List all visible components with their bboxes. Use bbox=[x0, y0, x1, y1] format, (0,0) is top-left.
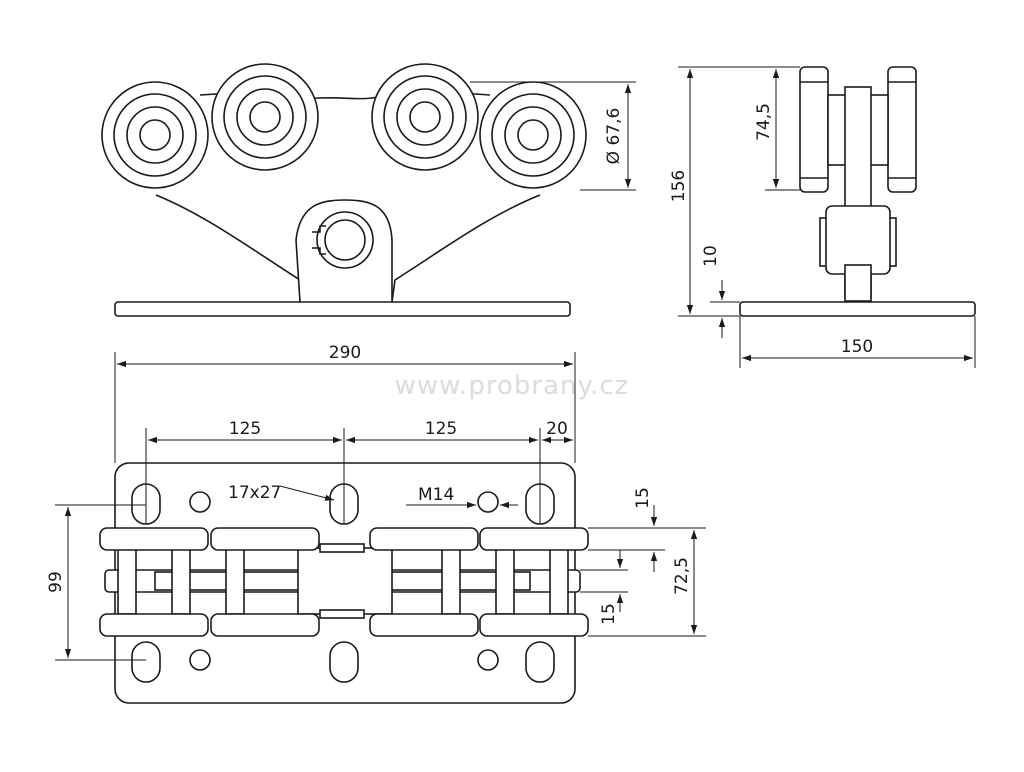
hole-row-spacing-label: 99 bbox=[46, 571, 66, 593]
wheel-track-label: 72,5 bbox=[672, 557, 692, 595]
wheel-front-2 bbox=[211, 63, 319, 171]
wheel-front-3 bbox=[371, 63, 479, 171]
center-bracket bbox=[295, 199, 393, 303]
base-plate-side bbox=[739, 301, 976, 317]
side-pivot-housing bbox=[825, 205, 891, 275]
hole-2 bbox=[477, 491, 499, 513]
wheel-top-4 bbox=[479, 527, 589, 551]
plate-thickness-label: 10 bbox=[701, 245, 721, 267]
side-wheel-right bbox=[887, 66, 917, 193]
hole-4 bbox=[477, 649, 499, 671]
slot-bottom-1 bbox=[131, 641, 161, 683]
wheels-bottom-row bbox=[99, 613, 589, 637]
center-cap-top bbox=[319, 543, 365, 553]
wheel-front-4 bbox=[479, 81, 587, 189]
pivot-ring bbox=[316, 211, 374, 269]
side-post-lower bbox=[844, 264, 872, 302]
wheel-offset-top-label: 15 bbox=[633, 487, 653, 509]
wheel-top-3 bbox=[369, 527, 479, 551]
hole-spacing-right-label: 125 bbox=[425, 419, 457, 439]
wheel-offset-bottom-label: 15 bbox=[599, 603, 619, 625]
wheel-diameter-label: Ø 67,6 bbox=[604, 108, 624, 165]
wheel-height-label: 74,5 bbox=[754, 103, 774, 141]
wheel-front-1 bbox=[101, 81, 209, 189]
top-view: 290 125 125 20 17x27 M14 99 15 1 bbox=[46, 343, 706, 704]
center-bracket-top bbox=[297, 547, 393, 615]
hole-3 bbox=[189, 649, 211, 671]
retaining-clip bbox=[312, 225, 326, 255]
plate-length-label: 290 bbox=[329, 343, 361, 363]
center-cap-bottom bbox=[319, 609, 365, 619]
hole-1 bbox=[189, 491, 211, 513]
thread-label: M14 bbox=[418, 485, 454, 505]
side-view: 156 74,5 10 150 bbox=[669, 66, 976, 368]
hole-spacing-left-label: 125 bbox=[229, 419, 261, 439]
side-wheel-left bbox=[799, 66, 829, 193]
front-view: Ø 67,6 bbox=[101, 63, 636, 317]
slot-bottom-3 bbox=[525, 641, 555, 683]
pivot-pin bbox=[324, 219, 366, 261]
wheel-top-2 bbox=[210, 527, 320, 551]
wheel-bottom-4 bbox=[479, 613, 589, 637]
edge-offset-label: 20 bbox=[546, 419, 568, 439]
wheel-bottom-2 bbox=[210, 613, 320, 637]
wheels-top-row bbox=[99, 527, 589, 551]
slot-bottom-2 bbox=[329, 641, 359, 683]
slot-size-label: 17x27 bbox=[228, 483, 281, 503]
plate-depth-label: 150 bbox=[841, 337, 873, 357]
watermark-text: www.probrany.cz bbox=[395, 371, 630, 401]
base-plate-front bbox=[114, 301, 571, 317]
wheel-bottom-3 bbox=[369, 613, 479, 637]
wheel-top-1 bbox=[99, 527, 209, 551]
wheel-bottom-1 bbox=[99, 613, 209, 637]
total-height-label: 156 bbox=[669, 170, 689, 202]
thread-holes bbox=[189, 491, 499, 671]
